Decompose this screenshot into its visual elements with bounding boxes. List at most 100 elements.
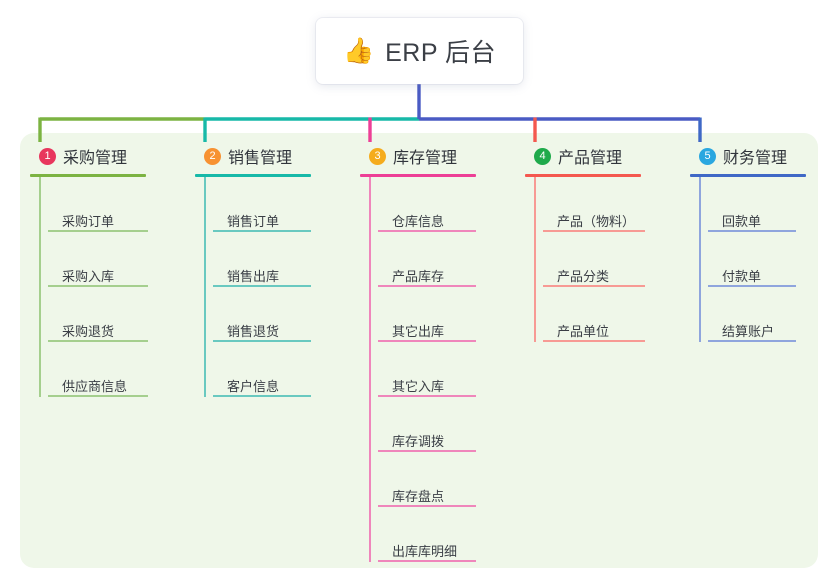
column-number-badge: 1 [39, 147, 56, 165]
list-item[interactable]: 库存盘点 [369, 452, 476, 507]
column-title: 财务管理 [723, 150, 788, 167]
column-title: 库存管理 [393, 150, 458, 167]
column-spine [534, 177, 536, 342]
list-item-rule [378, 395, 476, 397]
list-item-label: 出库库明细 [392, 544, 458, 559]
list-item-label: 库存盘点 [392, 489, 445, 504]
list-item[interactable]: 供应商信息 [39, 342, 148, 397]
list-item[interactable]: 销售退货 [204, 287, 311, 342]
list-item[interactable]: 回款单 [699, 177, 806, 232]
list-item-label: 仓库信息 [392, 214, 445, 229]
list-item-label: 采购订单 [62, 214, 115, 229]
list-item[interactable]: 产品（物料） [534, 177, 645, 232]
list-item-rule [378, 450, 476, 452]
list-item[interactable]: 其它出库 [369, 287, 476, 342]
list-item[interactable]: 采购退货 [39, 287, 148, 342]
list-item-rule [543, 230, 645, 232]
list-item-label: 产品单位 [557, 324, 610, 339]
column-产品管理: 4 产品管理产品（物料） 产品分类产品单位 [525, 143, 645, 342]
list-item[interactable]: 产品分类 [534, 232, 645, 287]
column-items: 销售订单销售出库销售退货客户信息 [195, 177, 311, 397]
list-item-label: 采购入库 [62, 269, 115, 284]
list-item[interactable]: 仓库信息 [369, 177, 476, 232]
column-number-badge: 3 [369, 147, 386, 165]
list-item-rule [378, 505, 476, 507]
list-item-label: 产品分类 [557, 269, 610, 284]
column-title: 采购管理 [63, 150, 128, 167]
column-title: 销售管理 [228, 150, 293, 167]
column-header-rule [690, 174, 806, 177]
list-item-rule [708, 285, 796, 287]
list-item[interactable]: 结算账户 [699, 287, 806, 342]
thumbs-up-icon: 👍 [342, 36, 375, 65]
column-spine [39, 177, 41, 397]
list-item[interactable]: 付款单 [699, 232, 806, 287]
column-header[interactable]: 4 产品管理 [525, 143, 641, 169]
column-number-badge: 2 [204, 147, 221, 165]
column-spine [369, 177, 371, 562]
list-item-rule [48, 395, 148, 397]
list-item[interactable]: 销售订单 [204, 177, 311, 232]
list-item-rule [708, 340, 796, 342]
list-item-rule [213, 395, 311, 397]
list-item[interactable]: 采购入库 [39, 232, 148, 287]
list-item-rule [378, 560, 476, 562]
list-item-rule [543, 340, 645, 342]
list-item-rule [378, 340, 476, 342]
column-items: 采购订单采购入库采购退货供应商信息 [30, 177, 148, 397]
column-spine [204, 177, 206, 397]
list-item-label: 其它出库 [392, 324, 445, 339]
column-header[interactable]: 2 销售管理 [195, 143, 311, 169]
list-item-rule [378, 230, 476, 232]
list-item-label: 产品库存 [392, 269, 445, 284]
column-number-badge: 5 [699, 147, 716, 165]
list-item-rule [213, 230, 311, 232]
list-item-label: 回款单 [722, 214, 762, 229]
list-item[interactable]: 库存调拨 [369, 397, 476, 452]
content-panel [20, 133, 818, 568]
column-header-rule [30, 174, 146, 177]
list-item[interactable]: 其它入库 [369, 342, 476, 397]
column-title: 产品管理 [558, 150, 623, 167]
list-item[interactable]: 客户信息 [204, 342, 311, 397]
column-header-rule [525, 174, 641, 177]
column-header-rule [360, 174, 476, 177]
list-item[interactable]: 销售出库 [204, 232, 311, 287]
list-item-rule [213, 285, 311, 287]
root-node[interactable]: 👍 ERP 后台 [316, 18, 523, 84]
column-items: 回款单付款单结算账户 [690, 177, 806, 342]
list-item-label: 付款单 [722, 269, 762, 284]
list-item[interactable]: 出库库明细 [369, 507, 476, 562]
column-销售管理: 2 销售管理销售订单销售出库销售退货客户信息 [195, 143, 311, 397]
column-采购管理: 1 采购管理采购订单采购入库采购退货供应商信息 [30, 143, 148, 397]
list-item[interactable]: 产品单位 [534, 287, 645, 342]
column-spine [699, 177, 701, 342]
list-item-label: 产品（物料） [557, 214, 636, 229]
list-item-rule [378, 285, 476, 287]
column-number-badge: 4 [534, 147, 551, 165]
column-header-rule [195, 174, 311, 177]
column-header[interactable]: 3 库存管理 [360, 143, 476, 169]
column-财务管理: 5 财务管理回款单付款单结算账户 [690, 143, 806, 342]
list-item-rule [213, 340, 311, 342]
list-item-label: 客户信息 [227, 379, 280, 394]
column-items: 产品（物料） 产品分类产品单位 [525, 177, 645, 342]
root-title: ERP 后台 [385, 39, 497, 67]
list-item-label: 销售退货 [227, 324, 280, 339]
list-item-label: 采购退货 [62, 324, 115, 339]
list-item[interactable]: 产品库存 [369, 232, 476, 287]
list-item-label: 其它入库 [392, 379, 445, 394]
column-header[interactable]: 5 财务管理 [690, 143, 806, 169]
list-item[interactable]: 采购订单 [39, 177, 148, 232]
list-item-label: 销售订单 [227, 214, 280, 229]
list-item-rule [543, 285, 645, 287]
list-item-rule [48, 340, 148, 342]
column-header[interactable]: 1 采购管理 [30, 143, 146, 169]
list-item-rule [48, 230, 148, 232]
list-item-label: 供应商信息 [62, 379, 128, 394]
list-item-label: 库存调拨 [392, 434, 445, 449]
column-items: 仓库信息产品库存其它出库其它入库库存调拨库存盘点出库库明细 [360, 177, 476, 562]
list-item-rule [48, 285, 148, 287]
list-item-rule [708, 230, 796, 232]
